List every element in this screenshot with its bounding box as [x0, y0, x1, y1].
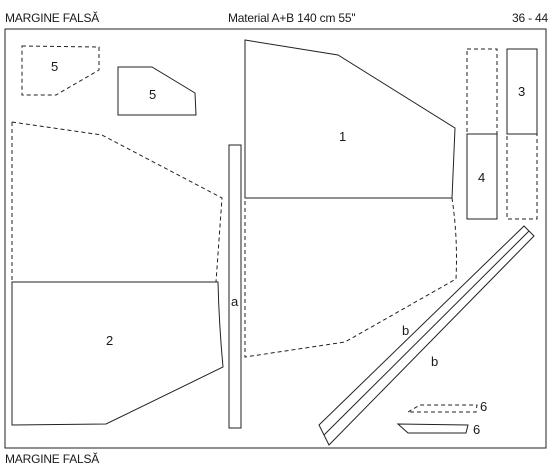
piece-2-label: 2 — [106, 333, 113, 348]
piece-1-label: 1 — [339, 129, 346, 144]
piece-5-label: 5 — [149, 87, 156, 102]
fabric-outline — [4, 28, 547, 449]
strip-b-lower-label: b — [431, 354, 438, 369]
piece-4-label: 4 — [478, 170, 485, 185]
piece-6-label: 6 — [473, 422, 480, 437]
piece-6-mirror-outline — [406, 404, 478, 413]
piece-1-mirror-outline — [244, 197, 457, 358]
piece-4-outline — [466, 133, 498, 220]
strip-b-upper-label: b — [402, 323, 409, 338]
piece-5-outline — [117, 66, 197, 116]
piece-1-outline — [244, 39, 456, 199]
piece-3-label: 3 — [518, 84, 525, 99]
header-material-label: Material A+B 140 cm 55'' — [228, 11, 356, 25]
strip-a-outline — [228, 144, 242, 429]
strip-b-outline — [318, 225, 535, 446]
strip-a-label: a — [231, 294, 239, 309]
piece-5-mirror-outline — [21, 45, 100, 96]
header-size-range: 36 - 44 — [512, 11, 548, 25]
piece-2-mirror-outline — [11, 121, 223, 283]
strip-b-divider — [323, 230, 530, 436]
piece-3-mirror-outline — [506, 133, 538, 220]
piece-4-mirror-outline — [466, 48, 498, 135]
piece-6-outline — [396, 423, 469, 434]
piece-5-mirror-label: 5 — [51, 59, 58, 74]
footer-false-margin-label: MARGINE FALSĂ — [5, 452, 100, 466]
piece-2-outline — [11, 281, 224, 426]
piece-6-mirror-label: 6 — [480, 399, 487, 414]
header-false-margin-label: MARGINE FALSĂ — [5, 11, 100, 25]
